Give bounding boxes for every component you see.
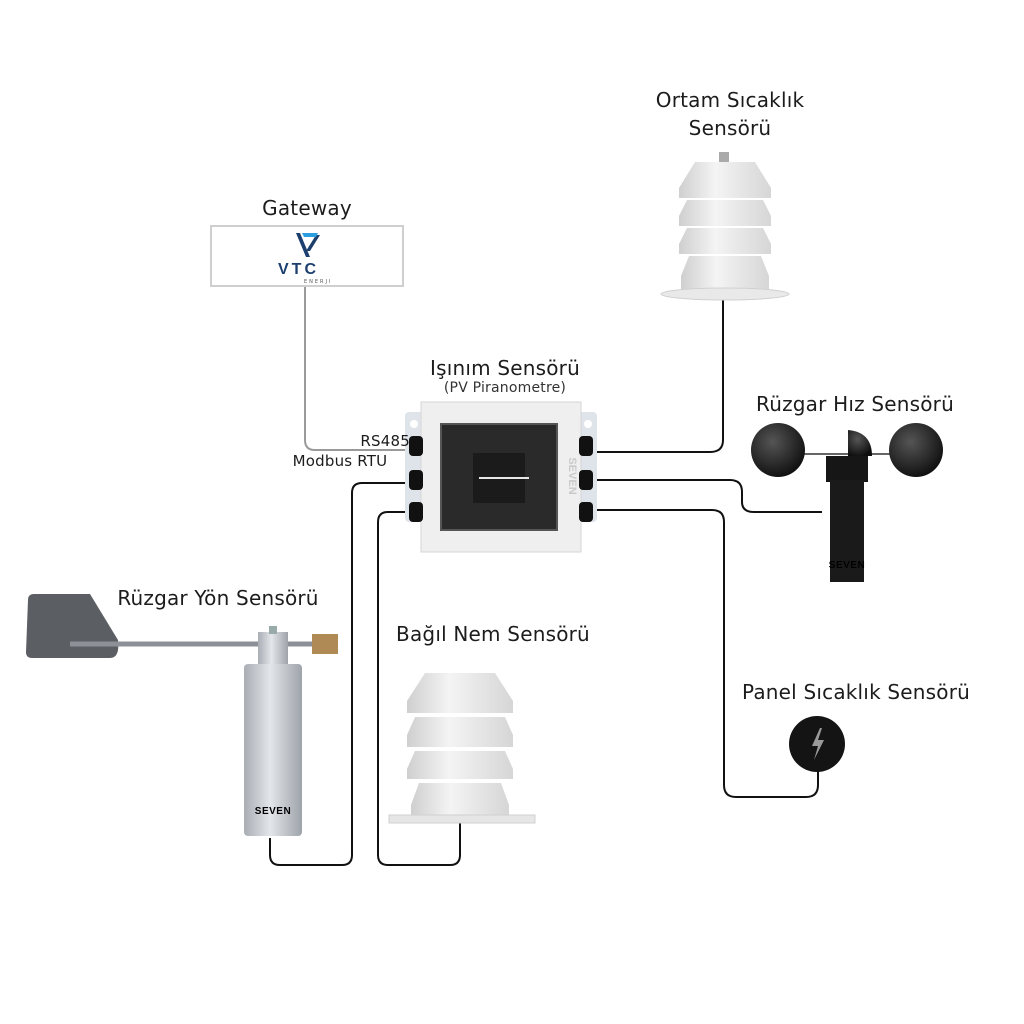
vtc-logo-text: VTC xyxy=(278,261,319,278)
wire-humidity xyxy=(377,511,461,866)
sensor-cap xyxy=(719,152,729,162)
wind-speed-brand: SEVEN xyxy=(829,560,865,571)
gateway-device[interactable]: VTC ENERJI xyxy=(210,225,404,287)
wire-wind-speed xyxy=(590,479,822,513)
wind-direction-brand: SEVEN xyxy=(255,806,291,817)
wind-speed-sensor: SEVEN xyxy=(751,423,943,582)
wind-direction-sensor: SEVEN xyxy=(26,594,338,836)
wire-gateway-irradiance xyxy=(304,287,412,451)
panel-temp-label: Panel Sıcaklık Sensörü xyxy=(741,680,971,704)
protocol-label-line1: RS485 xyxy=(290,432,414,450)
ambient-temp-sensor xyxy=(660,152,790,301)
ambient-temp-label: Ortam Sıcaklık Sensörü xyxy=(630,86,830,142)
wire-ambient-temp xyxy=(590,300,724,453)
vtc-logo-icon xyxy=(296,233,320,257)
wind-direction-label: Rüzgar Yön Sensörü xyxy=(117,586,319,610)
irradiance-sublabel: (PV Piranometre) xyxy=(443,380,567,396)
protocol-label-line2: Modbus RTU xyxy=(292,452,388,470)
panel-temp-sensor xyxy=(789,716,845,772)
ambient-temp-label-line1: Ortam Sıcaklık xyxy=(655,88,805,112)
wire-wind-direction xyxy=(269,482,412,866)
irradiance-sensor[interactable]: SEVEN xyxy=(403,398,599,554)
humidity-sensor xyxy=(388,673,536,824)
wire-panel-temp xyxy=(590,509,819,798)
protocol-rs485: RS485 xyxy=(360,432,410,450)
humidity-label: Bağıl Nem Sensörü xyxy=(396,622,590,646)
vtc-logo-subtext: ENERJI xyxy=(304,279,333,285)
wind-speed-label: Rüzgar Hız Sensörü xyxy=(756,392,954,416)
irradiance-brand: SEVEN xyxy=(566,457,578,494)
ambient-temp-label-line2: Sensörü xyxy=(688,116,772,140)
gateway-label: Gateway xyxy=(262,196,352,220)
lightning-icon xyxy=(812,728,824,760)
irradiance-label: Işınım Sensörü xyxy=(430,356,580,380)
